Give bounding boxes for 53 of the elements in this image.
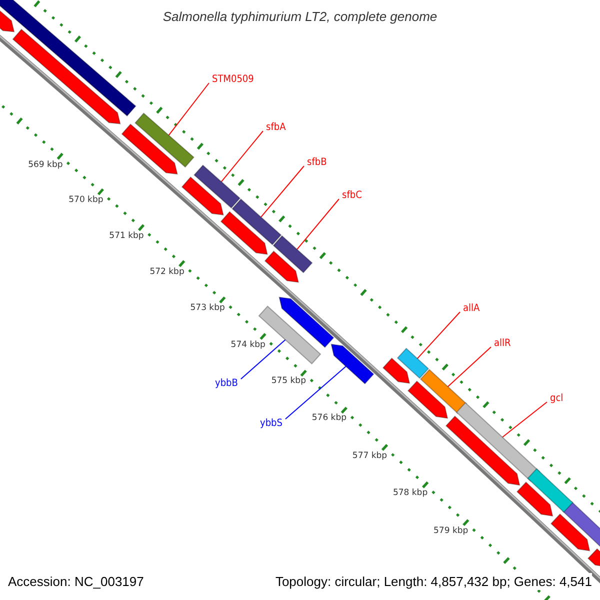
position-label: 573 kbp xyxy=(190,303,225,314)
gene-feature xyxy=(445,416,520,486)
leader-line xyxy=(284,366,346,420)
gene-label: allA xyxy=(463,303,480,315)
leader-line xyxy=(416,312,460,360)
position-label: 570 kbp xyxy=(68,195,104,206)
gene-feature xyxy=(232,198,282,246)
gene-feature xyxy=(330,344,374,384)
leader-line xyxy=(447,346,492,388)
gene-feature xyxy=(220,211,268,255)
gene-feature xyxy=(516,482,554,517)
gene-feature xyxy=(134,112,194,168)
position-label: 579 kbp xyxy=(434,526,468,536)
gene-feature xyxy=(527,468,574,513)
leader-line xyxy=(502,402,548,438)
position-label: 572 kbp xyxy=(150,267,184,278)
gene-feature xyxy=(121,124,178,175)
gene-feature xyxy=(0,0,136,117)
position-label: 576 kbp xyxy=(312,413,347,424)
gene-label: STM0509 xyxy=(212,74,254,86)
gene-feature xyxy=(420,368,468,414)
gene-feature xyxy=(264,250,300,283)
gene-label: sfbA xyxy=(266,122,286,134)
position-label: 571 kbp xyxy=(109,231,144,242)
leader-line xyxy=(168,82,210,136)
gene-label: gcl xyxy=(550,393,564,405)
gene-feature xyxy=(278,296,334,348)
leader-line xyxy=(296,198,340,250)
leader-line xyxy=(240,339,286,380)
leader-line xyxy=(220,130,264,182)
gene-feature xyxy=(382,358,410,384)
position-label: 575 kbp xyxy=(271,376,306,386)
gene-feature xyxy=(194,164,241,209)
gene-feature xyxy=(12,28,121,124)
gene-feature xyxy=(550,513,590,552)
gene-label: sfbB xyxy=(307,157,327,169)
gene-feature xyxy=(587,548,600,568)
gene-feature xyxy=(407,380,448,419)
gene-feature xyxy=(562,501,600,549)
gene-label: allR xyxy=(494,338,511,350)
gene-feature xyxy=(272,235,313,274)
position-label: 569 kbp xyxy=(28,160,63,170)
gene-label: ybbB xyxy=(215,378,238,390)
genome-info-text: Topology: circular; Length: 4,857,432 bp; Genes: 4,541 xyxy=(275,573,592,590)
position-label: 578 kbp xyxy=(392,488,428,498)
position-label: 577 kbp xyxy=(352,450,388,460)
gene-label: ybbS xyxy=(260,418,282,430)
gene-feature xyxy=(396,348,430,379)
gene-feature xyxy=(181,176,224,216)
title: Salmonella typhimurium LT2, complete genome xyxy=(162,9,438,24)
leader-line xyxy=(260,166,304,218)
position-label: 574 kbp xyxy=(230,340,266,350)
gene-label: sfbC xyxy=(342,190,362,202)
